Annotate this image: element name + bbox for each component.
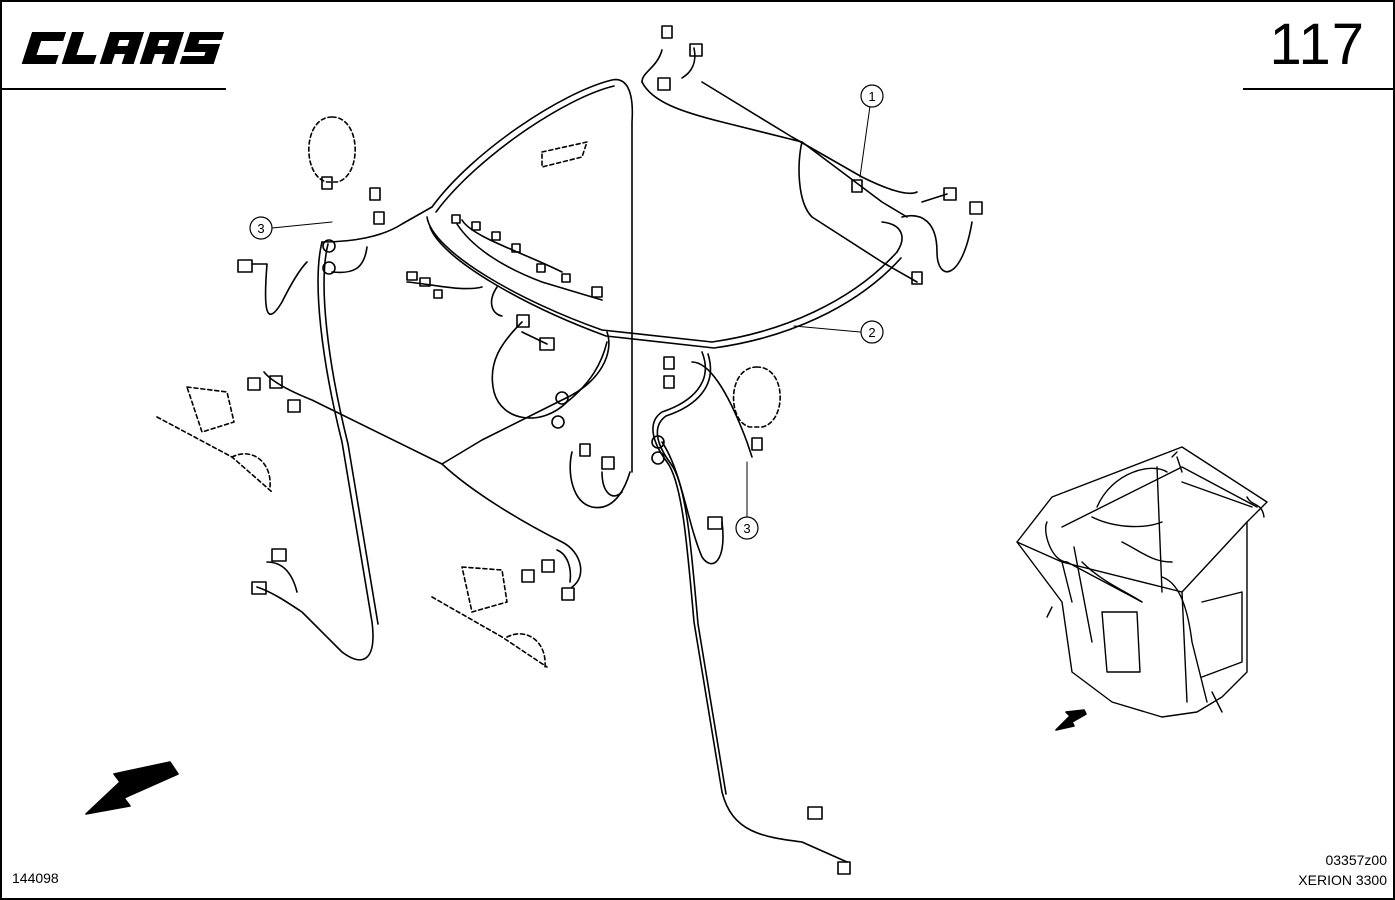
- main-harness: [263, 78, 903, 863]
- drawing-code: 03357z00: [1325, 852, 1387, 868]
- callout-leaders: [271, 105, 871, 517]
- connector-symbols: [237, 25, 983, 875]
- callout-2: 2: [860, 320, 884, 344]
- beacon-lamps: [156, 116, 781, 668]
- callout-label-3-left: 3: [257, 221, 264, 236]
- page-number: 117: [1269, 12, 1365, 77]
- roof-rear-harness: [641, 47, 973, 283]
- center-loop: [491, 321, 631, 509]
- callout-label-1: 1: [868, 89, 875, 104]
- direction-arrow-large: [85, 761, 179, 815]
- direction-arrow-small: [1055, 709, 1087, 731]
- cab-inset-drawing: [1016, 446, 1268, 718]
- document-id: 144098: [12, 870, 59, 886]
- callout-1: 1: [860, 84, 884, 108]
- left-trunk: [251, 206, 433, 661]
- claas-logo: [21, 32, 225, 64]
- callout-label-3-right: 3: [743, 521, 750, 536]
- callout-label-2: 2: [868, 325, 875, 340]
- connector-cluster: [406, 219, 603, 317]
- header-rule-left: [2, 88, 226, 90]
- header-rule-right: [1243, 88, 1393, 90]
- machine-model: XERION 3300: [1298, 872, 1387, 888]
- right-branches: [661, 361, 753, 565]
- callout-3-right: 3: [735, 516, 759, 540]
- callout-3-left: 3: [249, 216, 273, 240]
- lower-left-branch: [266, 549, 572, 593]
